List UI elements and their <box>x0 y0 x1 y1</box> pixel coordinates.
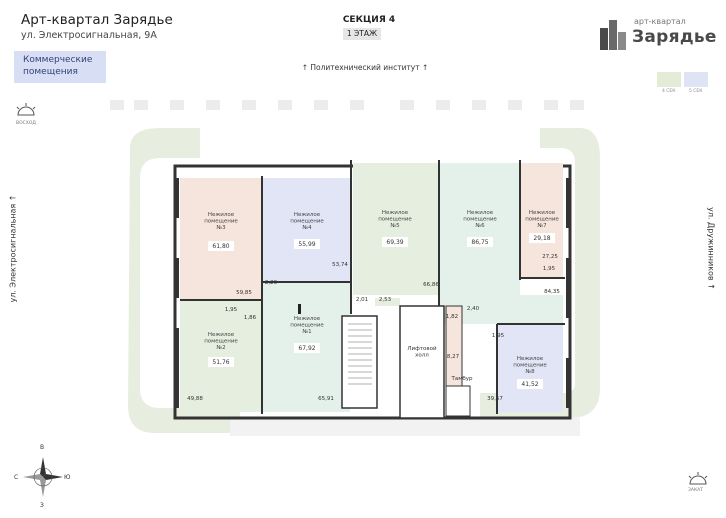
sub-area-label: 1,95 <box>225 307 238 313</box>
sub-area-label: 2,40 <box>467 306 480 312</box>
sub-area-label: 66,86 <box>423 282 439 288</box>
legend-swatch-5 <box>684 72 708 87</box>
sub-area-label: 2,01 <box>356 297 368 303</box>
area-badge-bg <box>529 233 555 243</box>
sub-area-label: 84,35 <box>544 289 560 295</box>
unit-7-fill <box>521 163 563 278</box>
area-badge-4: 55,99 <box>298 241 315 248</box>
sunset-label: ЗАКАТ <box>688 488 703 493</box>
sub-area-labels: 59,85 1,95 1,86 2,26 53,74 2,01 2,53 66,86 2,40 8… <box>187 254 560 402</box>
sub-area-label: 1,95 <box>492 333 505 339</box>
sub-area-label: 49,88 <box>187 396 203 402</box>
compass-south: З <box>40 502 44 509</box>
vestibule-area <box>445 385 471 417</box>
legend-label-4: 4 СЕК <box>662 89 676 94</box>
area-badge-bg <box>294 239 320 249</box>
sub-area-label: 53,74 <box>332 262 348 268</box>
section-label: СЕКЦИЯ 4 <box>342 15 396 25</box>
area-badge-bg <box>517 379 543 389</box>
logo-small-text: арт-квартал <box>634 17 686 26</box>
street-left-label: ул. Электросигнальная ↑ <box>8 194 18 303</box>
sub-area-label: 27,25 <box>542 254 558 260</box>
area-badge-bg <box>382 237 408 247</box>
unit-5-corridor <box>375 298 400 306</box>
sub-area-label: 65,91 <box>318 396 334 402</box>
category-badge-label: Коммерческие помещения <box>23 55 93 77</box>
vestibule-label: Тамбур <box>450 376 473 382</box>
compass-west: С <box>14 474 19 481</box>
sub-area-label: 1,82 <box>446 314 458 320</box>
legend-swatch-4 <box>657 72 681 87</box>
sub-area-label: 59,85 <box>236 290 252 296</box>
facade-columns <box>175 178 570 408</box>
compass-east: Ю <box>64 474 71 481</box>
sub-area-label: 1,86 <box>244 315 257 321</box>
unit-2-fill <box>180 300 262 412</box>
compass-north: В <box>40 444 45 451</box>
sub-area-label: 39,57 <box>487 396 503 402</box>
street-right-label: ул. Дружинников ↑ <box>706 207 716 290</box>
unit-3-fill <box>180 178 262 300</box>
area-badge-bg <box>208 357 234 367</box>
sub-area-label: 2,26 <box>265 280 278 286</box>
sunset-icon <box>688 472 708 485</box>
sub-area-label: 8,27 <box>447 354 460 360</box>
column-mark <box>298 304 301 314</box>
unit-6-fill <box>440 163 520 295</box>
area-badges: 61,80 55,99 69,39 86,75 29,18 51,76 67,92 41,52 <box>208 233 555 389</box>
area-badge-1: 67,92 <box>298 345 315 352</box>
north-landmark: ↑ Политехнический институт ↑ <box>301 63 429 72</box>
area-badge-3: 61,80 <box>212 243 229 250</box>
area-badge-6: 86,75 <box>471 239 488 246</box>
stair-treads <box>348 323 372 385</box>
stair-core <box>341 315 378 409</box>
category-badge[interactable] <box>14 51 106 83</box>
entrance-path <box>230 418 580 436</box>
address: ул. Электросигнальная, 9А <box>21 30 157 41</box>
floor-badge: 1 ЭТАЖ <box>343 28 381 40</box>
area-badge-bg <box>467 237 493 247</box>
building-logo-icon <box>600 20 626 50</box>
area-badge-7: 29,18 <box>533 235 550 242</box>
lift-hall-area <box>399 305 445 419</box>
sunrise-label: ВОСХОД <box>16 121 36 126</box>
project-title: Арт-квартал Зарядье <box>21 12 173 28</box>
sunrise-icon <box>16 103 36 116</box>
interior-walls <box>180 160 565 414</box>
parking-marks <box>110 100 584 110</box>
area-badge-8: 41,52 <box>521 381 538 388</box>
legend-label-5: 5 СЕК <box>689 89 703 94</box>
sub-area-label: 1,95 <box>543 266 556 272</box>
sub-area-label: 2,53 <box>379 297 392 303</box>
area-badge-5: 69,39 <box>386 239 403 246</box>
area-badge-bg <box>294 343 320 353</box>
lawn-left <box>128 128 240 433</box>
logo-text: Зарядье <box>632 27 717 47</box>
lawn-right <box>480 128 600 418</box>
compass-rose-icon <box>23 457 63 497</box>
area-badge-bg <box>208 241 234 251</box>
unit-8-fill <box>497 324 563 412</box>
unit-4-fill <box>263 178 350 282</box>
unit-5-fill <box>353 163 438 295</box>
area-badge-2: 51,76 <box>212 359 229 366</box>
